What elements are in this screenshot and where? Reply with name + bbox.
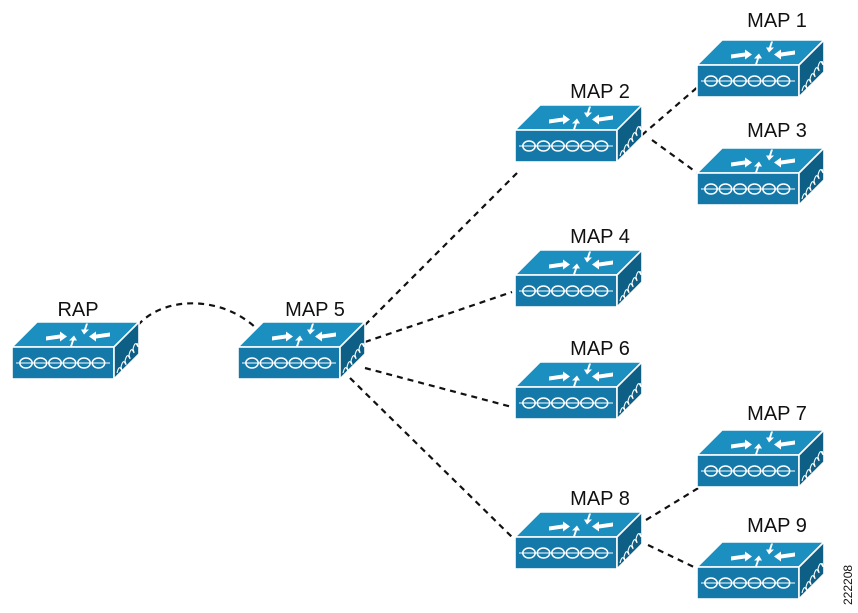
link-map5-map4	[364, 290, 513, 344]
side-vents-icon	[619, 270, 642, 302]
device-side-face	[616, 511, 643, 570]
device-side-face	[798, 39, 825, 98]
node-map1	[696, 39, 825, 98]
node-rap	[11, 321, 140, 380]
port-row-icon	[16, 357, 110, 369]
port-row-icon	[519, 397, 613, 409]
router-arrows-icon	[549, 363, 613, 387]
router-arrows-icon	[272, 323, 336, 347]
node-label-map9: MAP 9	[747, 515, 807, 537]
router-arrows-icon	[731, 149, 795, 173]
node-map4	[514, 249, 643, 308]
router-arrows-icon	[549, 251, 613, 275]
port-row-icon	[701, 75, 795, 87]
node-map3	[696, 147, 825, 206]
device-side-face	[798, 541, 825, 600]
link-map2-map1	[641, 84, 701, 136]
device-side-face	[616, 361, 643, 420]
link-map5-map6	[364, 366, 513, 409]
router-arrows-icon	[731, 41, 795, 65]
node-map6	[514, 361, 643, 420]
router-arrows-icon	[731, 431, 795, 455]
router-arrows-icon	[46, 323, 110, 347]
port-row-icon	[701, 183, 795, 195]
node-label-map2: MAP 2	[570, 81, 630, 103]
side-vents-icon	[619, 125, 642, 157]
device-side-face	[616, 249, 643, 308]
link-map8-map9	[647, 544, 701, 571]
side-vents-icon	[801, 562, 824, 594]
router-arrows-icon	[731, 543, 795, 567]
link-map8-map7	[645, 486, 701, 521]
node-map5	[237, 321, 366, 380]
node-label-map5: MAP 5	[285, 299, 345, 321]
node-label-map3: MAP 3	[747, 120, 807, 142]
port-row-icon	[519, 285, 613, 297]
side-vents-icon	[801, 60, 824, 92]
side-vents-icon	[619, 532, 642, 564]
port-row-icon	[701, 465, 795, 477]
side-vents-icon	[619, 382, 642, 414]
node-label-rap: RAP	[57, 299, 98, 321]
node-map8	[514, 511, 643, 570]
port-row-icon	[519, 140, 613, 152]
node-label-map6: MAP 6	[570, 338, 630, 360]
device-side-face	[798, 147, 825, 206]
side-vents-icon	[342, 342, 365, 374]
device-side-face	[798, 429, 825, 488]
port-row-icon	[242, 357, 336, 369]
router-arrows-icon	[549, 106, 613, 130]
node-label-map8: MAP 8	[570, 488, 630, 510]
device-side-face	[339, 321, 366, 380]
side-vents-icon	[801, 450, 824, 482]
port-row-icon	[519, 547, 613, 559]
router-arrows-icon	[549, 513, 613, 537]
node-map7	[696, 429, 825, 488]
links-layer	[137, 84, 701, 571]
port-row-icon	[701, 577, 795, 589]
node-label-map4: MAP 4	[570, 226, 630, 248]
nodes-layer: RAP MAP 1 MAP 2 MAP 3 MAP 4 MAP 5 MAP 6 MAP 7 MA…	[11, 10, 825, 600]
node-map9	[696, 541, 825, 600]
node-label-map1: MAP 1	[747, 10, 807, 32]
link-map2-map3	[651, 139, 701, 176]
node-map2	[514, 104, 643, 163]
figure-id: 222208	[841, 565, 855, 605]
side-vents-icon	[116, 342, 139, 374]
device-side-face	[616, 104, 643, 163]
link-map5-map8	[349, 377, 516, 541]
node-label-map7: MAP 7	[747, 403, 807, 425]
side-vents-icon	[801, 168, 824, 200]
link-rap-map5	[137, 302, 261, 333]
link-map5-map2	[364, 169, 521, 326]
device-side-face	[113, 321, 140, 380]
